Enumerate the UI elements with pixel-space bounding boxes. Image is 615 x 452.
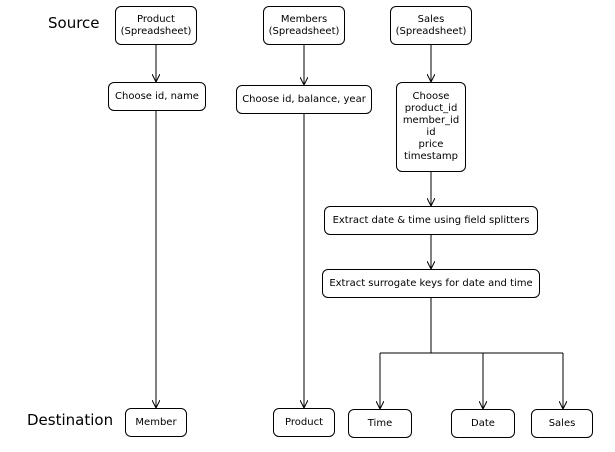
node-text-line: Member [135, 416, 177, 428]
node-text-line: id [426, 127, 436, 138]
node-text: Product [285, 417, 323, 429]
node-text-line: Time [367, 417, 393, 429]
node-text: Member [135, 417, 176, 429]
node-text-line: Product [285, 416, 323, 428]
destination-label: Destination [27, 411, 114, 429]
node-text: Sales(Spreadsheet) [396, 14, 467, 38]
choose-product-fields-node: Choose id, name [108, 82, 206, 111]
node-text: Members(Spreadsheet) [269, 14, 340, 38]
node-text-line: timestamp [404, 151, 458, 162]
extract-datetime-node: Extract date & time using field splitter… [324, 206, 538, 235]
node-text-line: Choose id, name [115, 90, 199, 102]
node-text-line: (Spreadsheet) [268, 25, 340, 37]
destination-member-node: Member [125, 408, 187, 437]
node-text-line: Sales [548, 417, 576, 429]
node-text-line: member_id [402, 115, 460, 126]
node-text-line: Extract surrogate keys for date and time [329, 277, 533, 289]
node-text: Extract date & time using field splitter… [333, 215, 530, 227]
node-text: Extract surrogate keys for date and time [329, 278, 532, 290]
node-text-line: Extract date & time using field splitter… [332, 214, 530, 226]
members-spreadsheet-node: Members(Spreadsheet) [263, 6, 345, 45]
destination-sales-node: Sales [531, 409, 593, 438]
node-text: Date [471, 418, 495, 430]
node-text: Choose id, name [115, 91, 199, 103]
node-text: Choose id, balance, year [242, 94, 366, 106]
destination-date-node: Date [451, 409, 515, 438]
product-spreadsheet-node: Product(Spreadsheet) [115, 6, 197, 45]
node-text-line: Choose [412, 91, 450, 102]
node-text-line: product_id [404, 103, 458, 114]
node-text-line: price [418, 139, 444, 150]
node-text-line: (Spreadsheet) [395, 25, 467, 37]
node-text: Sales [549, 418, 576, 430]
node-text: Time [368, 418, 392, 430]
destination-product-node: Product [273, 408, 335, 437]
node-text-line: Date [471, 417, 495, 429]
extract-surrogate-keys-node: Extract surrogate keys for date and time [322, 269, 540, 298]
destination-time-node: Time [348, 409, 412, 438]
node-text-line: Choose id, balance, year [242, 93, 366, 105]
source-label: Source [48, 14, 100, 32]
choose-members-fields-node: Choose id, balance, year [236, 85, 372, 114]
node-text-line: Sales [417, 13, 445, 25]
node-text-line: (Spreadsheet) [120, 25, 192, 37]
node-text: Product(Spreadsheet) [121, 14, 192, 38]
node-text-line: Members [280, 13, 328, 25]
node-text-line: Product [137, 13, 175, 25]
sales-spreadsheet-node: Sales(Spreadsheet) [390, 6, 472, 45]
